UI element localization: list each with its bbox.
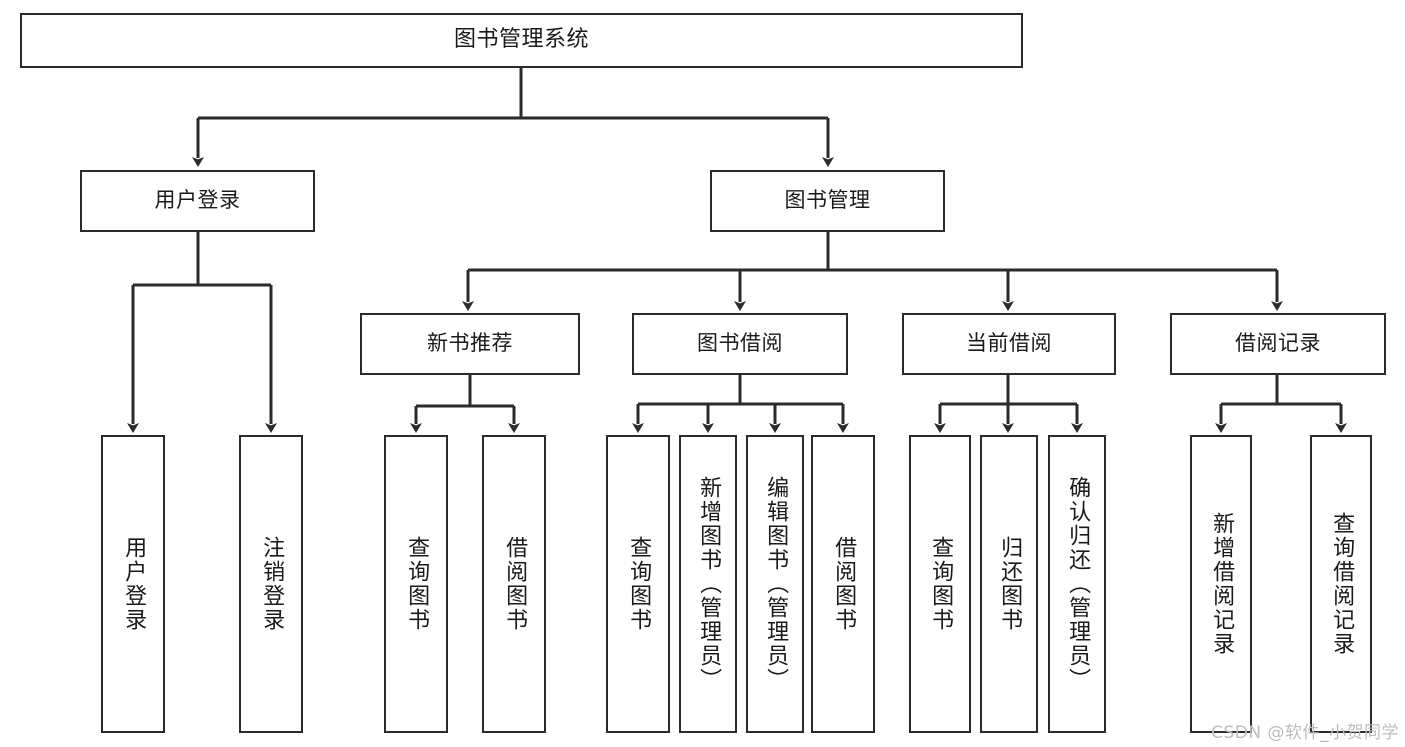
- leaf-user-login-logout[interactable]: 注销登录: [239, 435, 303, 733]
- node-label: 查询图书: [626, 536, 652, 632]
- leaf-new-book-borrow[interactable]: 借阅图书: [482, 435, 546, 733]
- node-label: 新增借阅记录: [1209, 512, 1235, 656]
- leaf-borrow-query-book[interactable]: 查询图书: [606, 435, 670, 733]
- node-label: 图书借阅: [697, 331, 783, 356]
- node-new-book-recommend[interactable]: 新书推荐: [360, 313, 580, 375]
- leaf-current-confirm-return-admin[interactable]: 确认归还（管理员）: [1048, 435, 1106, 733]
- node-borrow-record[interactable]: 借阅记录: [1170, 313, 1386, 375]
- leaf-current-query-book[interactable]: 查询图书: [909, 435, 971, 733]
- node-label: 图书管理: [784, 188, 871, 213]
- node-label: 注销登录: [259, 536, 285, 632]
- node-book-management[interactable]: 图书管理: [710, 170, 945, 232]
- csdn-watermark: CSDN @软件_小贺同学: [1211, 723, 1399, 743]
- node-label: 编辑图书（管理员）: [763, 476, 789, 692]
- node-current-borrow[interactable]: 当前借阅: [902, 313, 1116, 375]
- node-label: 图书管理系统: [453, 27, 589, 53]
- node-label: 借阅图书: [502, 536, 528, 632]
- leaf-borrow-edit-book-admin[interactable]: 编辑图书（管理员）: [746, 435, 804, 733]
- leaf-borrow-add-book-admin[interactable]: 新增图书（管理员）: [679, 435, 737, 733]
- node-label: 当前借阅: [966, 331, 1052, 356]
- node-user-login[interactable]: 用户登录: [80, 170, 315, 232]
- node-root-system[interactable]: 图书管理系统: [20, 13, 1023, 68]
- leaf-new-book-query[interactable]: 查询图书: [384, 435, 448, 733]
- leaf-user-login-login[interactable]: 用户登录: [101, 435, 165, 733]
- node-label: 用户登录: [154, 188, 241, 213]
- leaf-borrow-borrow-book[interactable]: 借阅图书: [811, 435, 875, 733]
- node-book-borrow[interactable]: 图书借阅: [632, 313, 848, 375]
- node-label: 查询图书: [404, 536, 430, 632]
- node-label: 新增图书（管理员）: [696, 476, 722, 692]
- node-label: 借阅图书: [831, 536, 857, 632]
- leaf-record-query-record[interactable]: 查询借阅记录: [1310, 435, 1372, 733]
- node-label: 用户登录: [121, 536, 147, 632]
- node-label: 查询借阅记录: [1329, 512, 1355, 656]
- node-label: 确认归还（管理员）: [1065, 476, 1091, 692]
- node-label: 新书推荐: [427, 331, 513, 356]
- node-label: 借阅记录: [1235, 331, 1321, 356]
- node-label: 查询图书: [928, 536, 954, 632]
- leaf-current-return-book[interactable]: 归还图书: [980, 435, 1038, 733]
- leaf-record-add-record[interactable]: 新增借阅记录: [1190, 435, 1252, 733]
- node-label: 归还图书: [997, 536, 1023, 632]
